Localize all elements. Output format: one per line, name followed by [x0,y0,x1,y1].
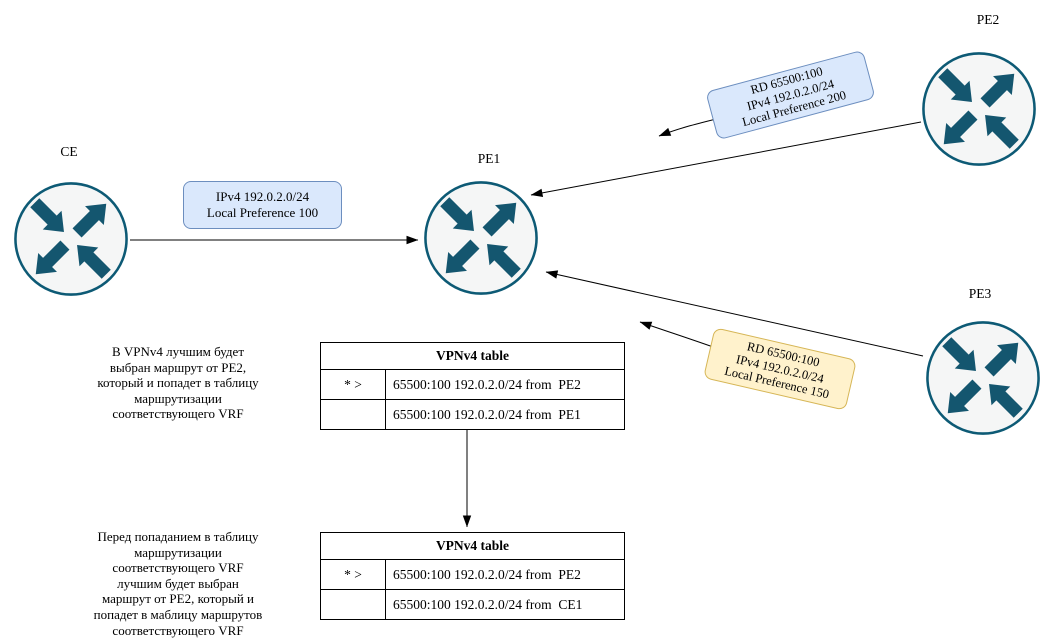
table-row: * > 65500:100 192.0.2.0/24 from PE2 [320,559,625,590]
router-icon-pe2 [922,52,1036,166]
router-label-pe2: PE2 [976,12,1000,27]
note-vpnv4-selection: В VPNv4 лучшим будет выбран маршрут от P… [97,344,259,422]
router-icon-pe3 [926,321,1040,435]
vpnv4-table-bottom: VPNv4 table * > 65500:100 192.0.2.0/24 f… [320,532,625,620]
route-cell: 65500:100 192.0.2.0/24 from PE2 [385,369,625,400]
router-icon-ce [14,182,128,296]
router-label-ce: CE [60,144,78,159]
table-title: VPNv4 table [320,532,625,560]
table-row: 65500:100 192.0.2.0/24 from CE1 [320,589,625,620]
link-pe3-to-pe1 [545,270,924,357]
router-icon-pe1 [424,181,538,295]
route-cell: 65500:100 192.0.2.0/24 from PE2 [385,559,625,590]
link-pe2-to-pe1 [530,121,922,198]
route-cell: 65500:100 192.0.2.0/24 from CE1 [385,589,625,620]
best-flag-cell [320,589,386,620]
note-vrf-selection: Перед попаданием в таблицу маршрутизации… [93,529,263,638]
best-flag-cell [320,399,386,430]
vpnv4-table-top: VPNv4 table * > 65500:100 192.0.2.0/24 f… [320,342,625,430]
router-label-pe3: PE3 [968,286,992,301]
table-row: * > 65500:100 192.0.2.0/24 from PE2 [320,369,625,400]
best-flag-cell: * > [320,559,386,590]
router-label-pe1: PE1 [477,151,501,166]
table-title: VPNv4 table [320,342,625,370]
callout-ce-route: IPv4 192.0.2.0/24 Local Preference 100 [183,181,342,229]
table-row: 65500:100 192.0.2.0/24 from PE1 [320,399,625,430]
route-cell: 65500:100 192.0.2.0/24 from PE1 [385,399,625,430]
best-flag-cell: * > [320,369,386,400]
